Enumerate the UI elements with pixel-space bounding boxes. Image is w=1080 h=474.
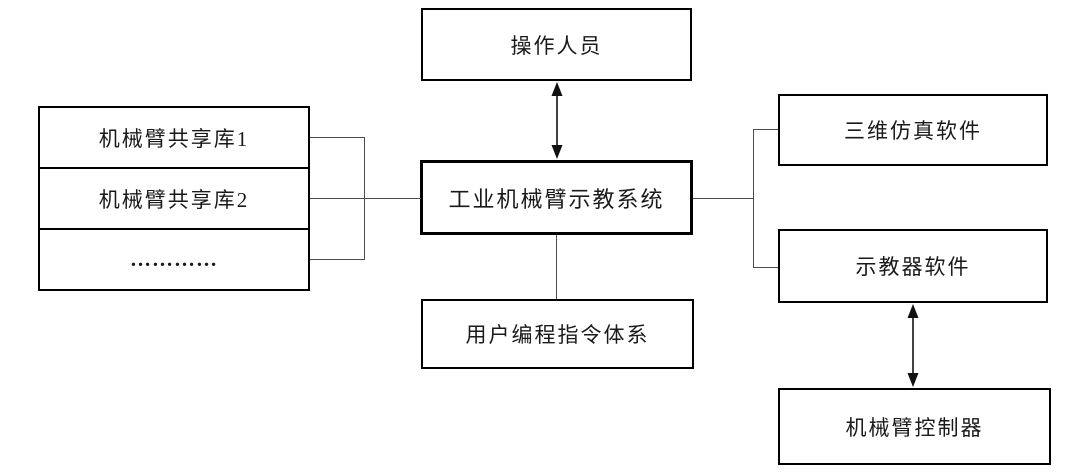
- stack-row-shared-lib-1: 机械臂共享库1: [40, 108, 308, 169]
- double-arrow-operator-system: [551, 82, 563, 159]
- connector-right-bus: [753, 129, 754, 268]
- node-pendant-software-label: 示教器软件: [855, 255, 971, 279]
- double-arrow-pendant-controller: [907, 304, 919, 387]
- node-arm-controller: 机械臂控制器: [778, 388, 1051, 465]
- stack-row-shared-lib-2: 机械臂共享库2: [40, 169, 308, 230]
- node-simulation-software: 三维仿真软件: [778, 94, 1048, 166]
- connector-lib2-to-system: [310, 198, 421, 199]
- connector-lib1-stub: [310, 137, 364, 138]
- node-user-programming: 用户编程指令体系: [421, 299, 694, 369]
- connector-sim-stub: [753, 129, 778, 130]
- node-pendant-software: 示教器软件: [778, 229, 1048, 303]
- node-shared-library-stack: 机械臂共享库1 机械臂共享库2 …………: [38, 106, 310, 291]
- connector-libmore-stub: [310, 259, 364, 260]
- connector-system-to-right-bus: [693, 198, 753, 199]
- shared-lib-2-label: 机械臂共享库2: [98, 187, 250, 212]
- connector-left-bus: [364, 137, 365, 260]
- node-operator: 操作人员: [421, 8, 692, 81]
- node-user-programming-label: 用户编程指令体系: [465, 323, 650, 347]
- node-teaching-system: 工业机械臂示教系统: [420, 160, 693, 235]
- connector-system-to-userprog: [556, 235, 557, 299]
- shared-lib-more-label: …………: [130, 247, 218, 271]
- node-teaching-system-label: 工业机械臂示教系统: [448, 186, 665, 212]
- connector-pendant-stub: [753, 267, 778, 268]
- node-simulation-software-label: 三维仿真软件: [844, 119, 982, 143]
- stack-row-shared-lib-more: …………: [40, 230, 308, 289]
- node-arm-controller-label: 机械臂控制器: [845, 415, 984, 440]
- shared-lib-1-label: 机械臂共享库1: [98, 126, 250, 151]
- node-operator-label: 操作人员: [510, 33, 603, 58]
